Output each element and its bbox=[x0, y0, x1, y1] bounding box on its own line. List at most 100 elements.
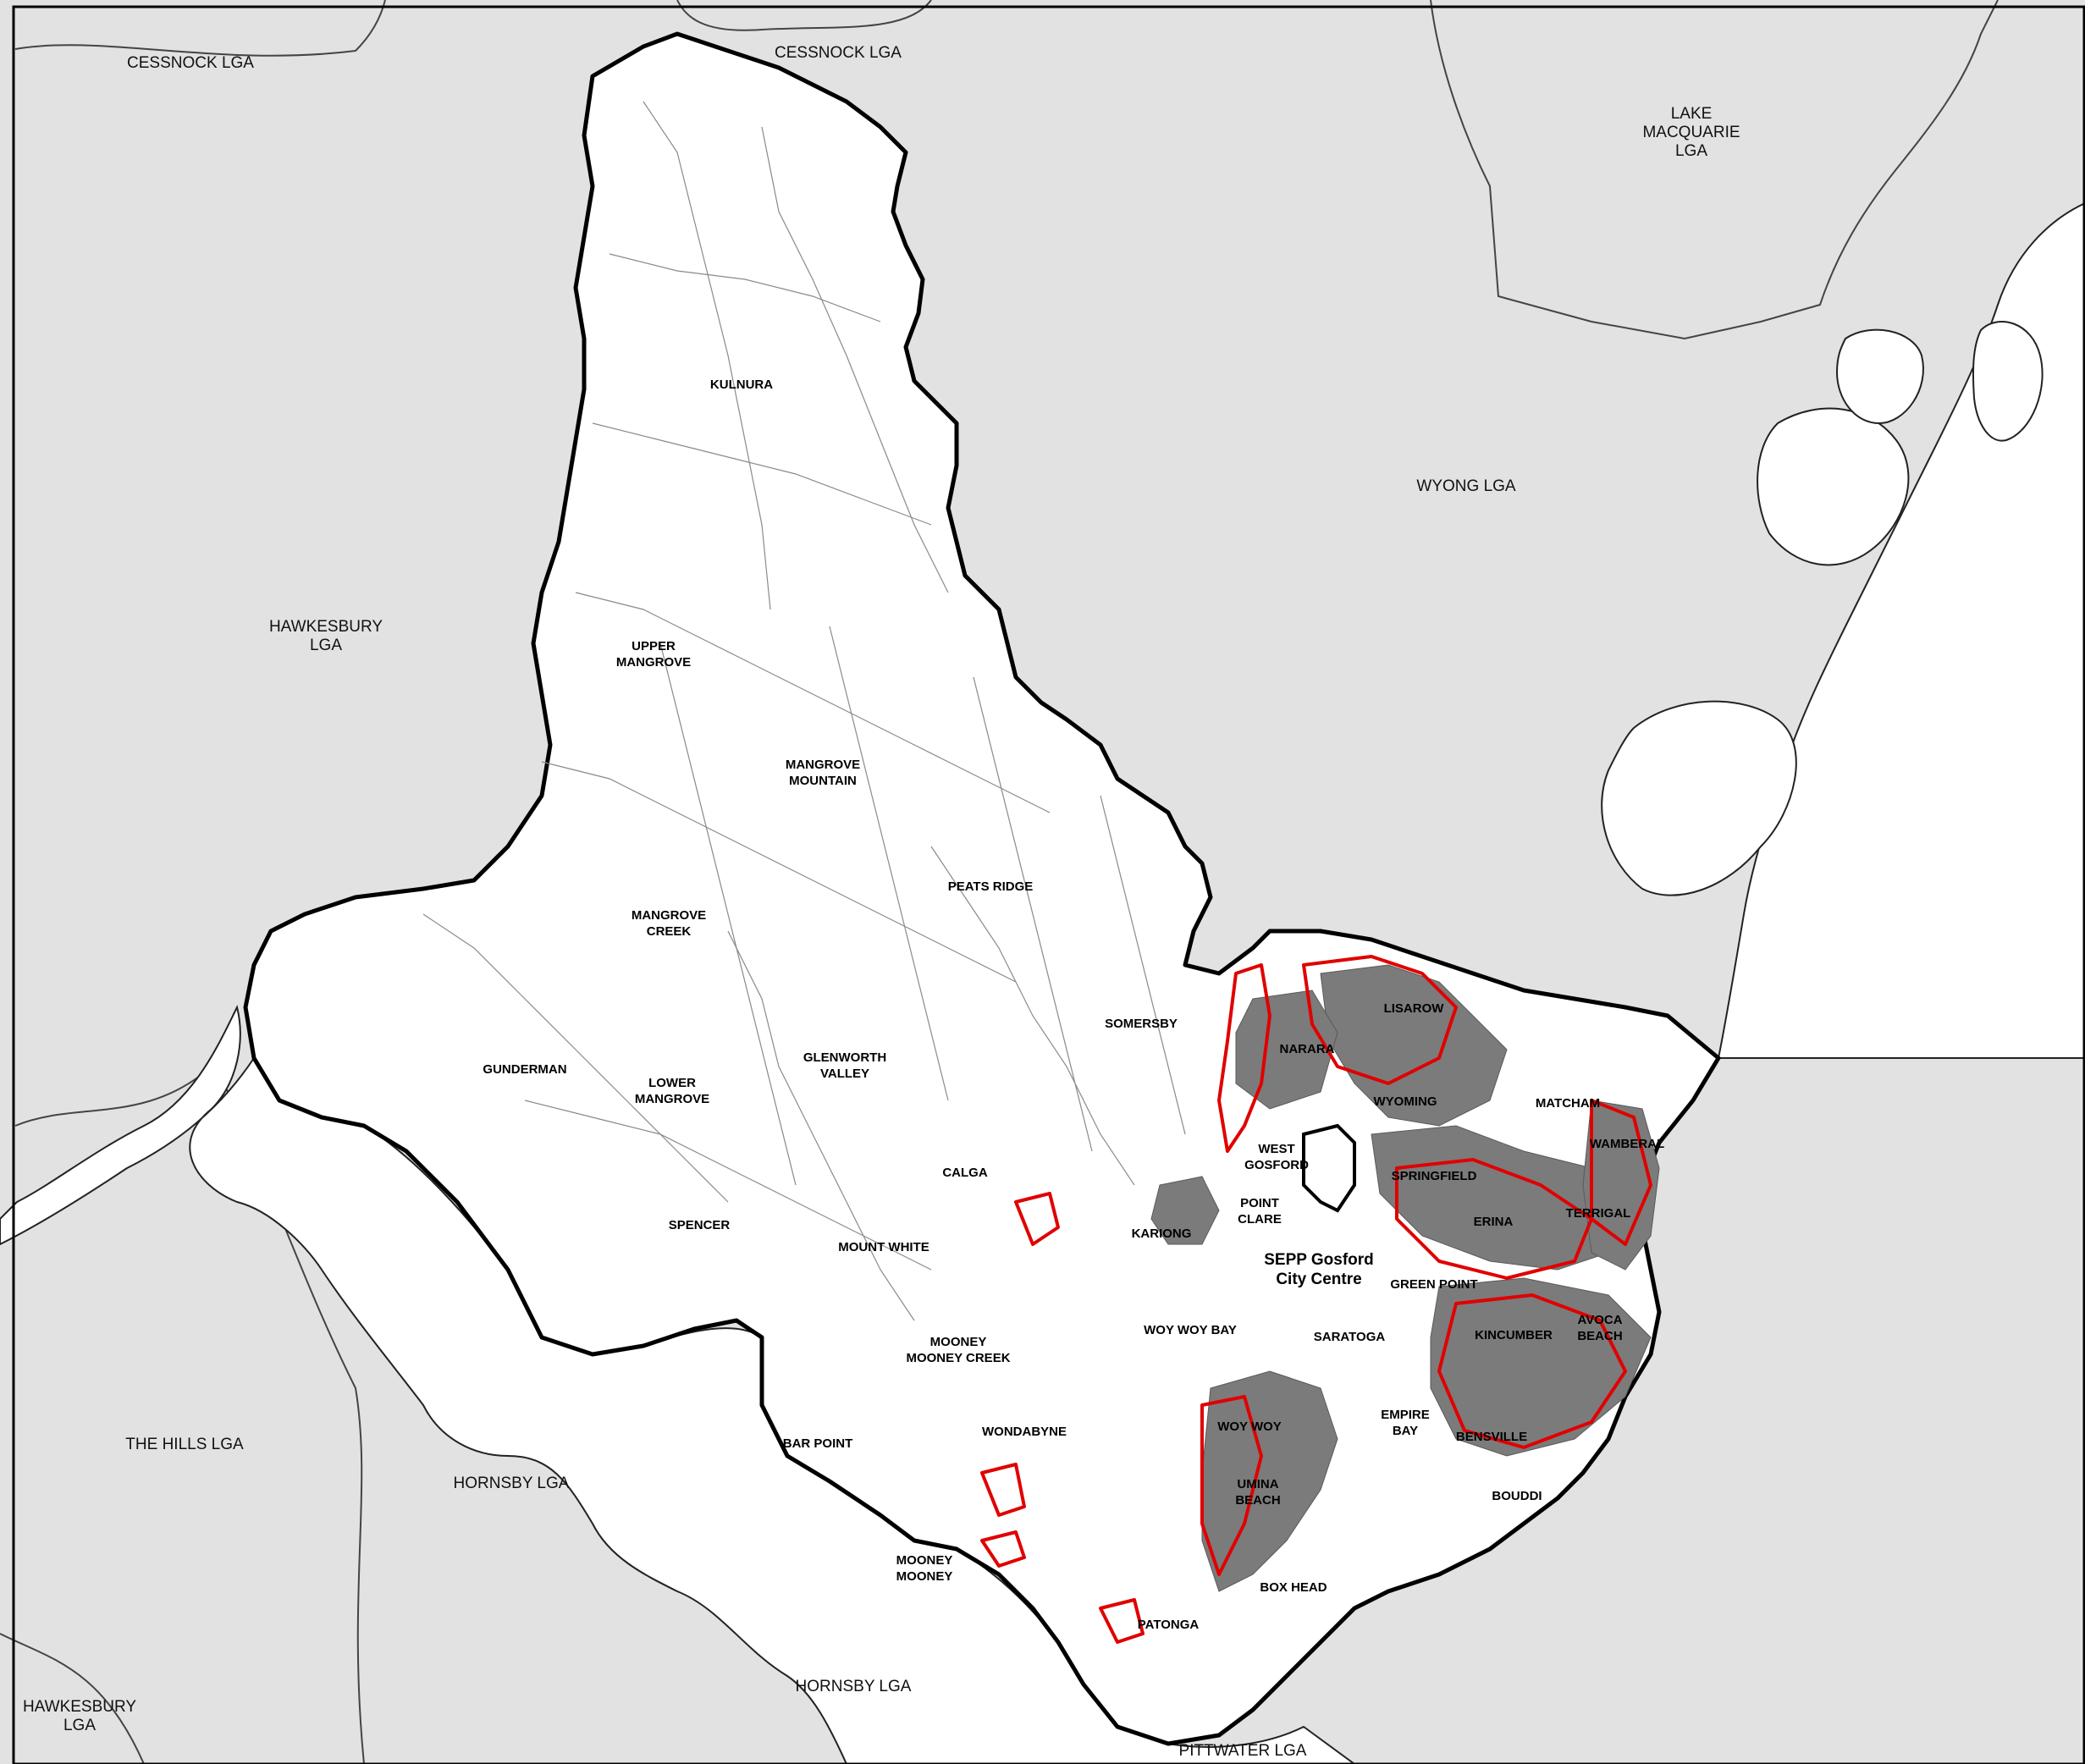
suburb-label-kariong: KARIONG bbox=[1132, 1227, 1192, 1241]
suburb-label-kincumber-line: KINCUMBER bbox=[1475, 1328, 1553, 1342]
munmorah-lake bbox=[1972, 321, 2044, 442]
lga-label-the-hills-line: THE HILLS LGA bbox=[125, 1436, 244, 1453]
urban-area-kincumber bbox=[1430, 1277, 1652, 1457]
lga-label-wyong-line: WYONG LGA bbox=[1416, 477, 1516, 495]
zone-outline bbox=[980, 1530, 1026, 1568]
suburb-label-avoca-beach-line: BEACH bbox=[1577, 1329, 1622, 1343]
sepp-label-text-line: City Centre bbox=[1276, 1271, 1361, 1288]
zone-outline bbox=[1590, 1099, 1652, 1246]
suburb-label-wamberal-line: WAMBERAL bbox=[1590, 1137, 1664, 1151]
suburb-label-lisarow-line: LISAROW bbox=[1384, 1001, 1445, 1016]
suburb-label-gunderman-line: GUNDERMAN bbox=[483, 1062, 566, 1077]
boundary-hawkesbury-south bbox=[0, 1633, 145, 1764]
lga-label-cessnock-west-line: CESSNOCK LGA bbox=[127, 54, 254, 72]
suburb-label-mangrove-creek-line: MANGROVE bbox=[632, 908, 706, 923]
suburb-label-narara-line: NARARA bbox=[1280, 1042, 1335, 1056]
cadastre-line bbox=[930, 846, 1135, 1186]
lga-label-hawkesbury-north-line: HAWKESBURY bbox=[269, 618, 383, 636]
suburb-label-lisarow: LISAROW bbox=[1384, 1001, 1445, 1016]
suburb-label-west-gosford-line: GOSFORD bbox=[1244, 1158, 1309, 1172]
zone-outline bbox=[1014, 1192, 1060, 1246]
suburb-label-point-clare-line: CLARE bbox=[1238, 1212, 1282, 1227]
suburb-label-somersby: SOMERSBY bbox=[1105, 1017, 1178, 1031]
suburb-label-terrigal: TERRIGAL bbox=[1566, 1206, 1631, 1221]
suburb-label-peats-ridge: PEATS RIDGE bbox=[948, 879, 1034, 894]
suburb-label-upper-mangrove: UPPER MANGROVE bbox=[616, 639, 691, 670]
suburb-label-wyoming: WYOMING bbox=[1374, 1094, 1437, 1109]
suburb-label-springfield: SPRINGFIELD bbox=[1392, 1169, 1477, 1183]
cadastre-line bbox=[727, 930, 915, 1321]
suburb-label-upper-mangrove-line: UPPER bbox=[632, 639, 676, 653]
suburb-label-saratoga-line: SARATOGA bbox=[1314, 1330, 1386, 1344]
boundary-cessnock-west bbox=[14, 0, 386, 57]
suburb-label-patonga: PATONGA bbox=[1138, 1618, 1200, 1632]
lga-label-hornsby-south: HORNSBY LGA bbox=[796, 1678, 912, 1695]
suburb-label-kulnura: KULNURA bbox=[710, 378, 773, 392]
cadastre-line bbox=[973, 676, 1093, 1152]
zone-outline bbox=[1200, 1395, 1263, 1576]
suburb-label-springfield-line: SPRINGFIELD bbox=[1392, 1169, 1477, 1183]
budgewoi-lake bbox=[1835, 328, 1924, 425]
cadastre-line bbox=[609, 253, 881, 322]
boundary-cessnock-north bbox=[676, 0, 932, 31]
lga-label-pittwater-line: PITTWATER LGA bbox=[1179, 1742, 1307, 1760]
suburb-label-wondabyne-line: WONDABYNE bbox=[982, 1425, 1067, 1439]
lga-label-lake-macquarie-line: LGA bbox=[1675, 142, 1707, 160]
suburb-label-matcham: MATCHAM bbox=[1536, 1096, 1600, 1111]
suburb-label-terrigal-line: TERRIGAL bbox=[1566, 1206, 1631, 1221]
suburb-label-mooney-mooney-creek-line: MOONEY bbox=[930, 1335, 987, 1349]
suburb-label-mount-white: MOUNT WHITE bbox=[838, 1240, 929, 1254]
urban-area-kariong bbox=[1150, 1176, 1220, 1245]
suburb-label-patonga-line: PATONGA bbox=[1138, 1618, 1200, 1632]
suburb-label-wyoming-line: WYOMING bbox=[1374, 1094, 1437, 1109]
cadastre-line bbox=[659, 642, 797, 1186]
lga-label-cessnock-west: CESSNOCK LGA bbox=[127, 54, 254, 72]
suburb-label-avoca-beach-line: AVOCA bbox=[1577, 1313, 1622, 1327]
suburb-label-green-point-line: GREEN POINT bbox=[1390, 1277, 1477, 1292]
cadastre-lines bbox=[422, 101, 1186, 1321]
lga-label-cessnock-north-line: CESSNOCK LGA bbox=[775, 44, 902, 62]
map-frame bbox=[12, 5, 2085, 1764]
lga-label-pittwater: PITTWATER LGA bbox=[1179, 1742, 1307, 1760]
suburb-label-lower-mangrove-line: LOWER bbox=[648, 1076, 696, 1090]
suburb-label-woy-woy: WOY WOY bbox=[1217, 1419, 1282, 1434]
zone-outline bbox=[1099, 1598, 1145, 1644]
suburb-label-calga: CALGA bbox=[942, 1166, 987, 1180]
suburb-label-glenworth-valley-line: VALLEY bbox=[820, 1067, 869, 1081]
suburb-label-wamberal: WAMBERAL bbox=[1590, 1137, 1664, 1151]
cadastre-line bbox=[1100, 795, 1186, 1135]
wyong-lakes bbox=[1601, 700, 1797, 896]
suburb-label-mooney-mooney-creek-line: MOONEY CREEK bbox=[906, 1351, 1010, 1365]
suburb-label-erina-line: ERINA bbox=[1474, 1215, 1514, 1229]
suburb-label-bouddi-line: BOUDDI bbox=[1492, 1489, 1542, 1503]
suburb-label-upper-mangrove-line: MANGROVE bbox=[616, 655, 691, 670]
suburb-label-avoca-beach: AVOCA BEACH bbox=[1577, 1313, 1622, 1343]
lga-label-hornsby-south-line: HORNSBY LGA bbox=[796, 1678, 912, 1695]
zone-outline bbox=[1217, 963, 1271, 1153]
suburb-label-kariong-line: KARIONG bbox=[1132, 1227, 1192, 1241]
central-coast-lga bbox=[243, 31, 1721, 1746]
suburb-label-wondabyne: WONDABYNE bbox=[982, 1425, 1067, 1439]
suburb-label-woy-woy-bay: WOY WOY BAY bbox=[1144, 1323, 1237, 1337]
suburb-label-west-gosford-line: WEST bbox=[1258, 1142, 1294, 1156]
suburb-label-bar-point: BAR POINT bbox=[783, 1436, 853, 1451]
suburb-label-mangrove-creek-line: CREEK bbox=[647, 924, 692, 939]
lga-label-hornsby-west: HORNSBY LGA bbox=[454, 1475, 570, 1492]
suburb-label-bensville-line: BENSVILLE bbox=[1456, 1430, 1527, 1444]
lga-label-lake-macquarie-line: LAKE bbox=[1671, 105, 1713, 123]
cadastre-line bbox=[575, 592, 1051, 813]
suburb-label-empire-bay-line: EMPIRE bbox=[1381, 1408, 1430, 1422]
suburb-label-mooney-mooney-creek: MOONEY MOONEY CREEK bbox=[906, 1335, 1010, 1365]
suburb-label-woy-woy-bay-line: WOY WOY BAY bbox=[1144, 1323, 1237, 1337]
zone-outline bbox=[1437, 1293, 1627, 1449]
